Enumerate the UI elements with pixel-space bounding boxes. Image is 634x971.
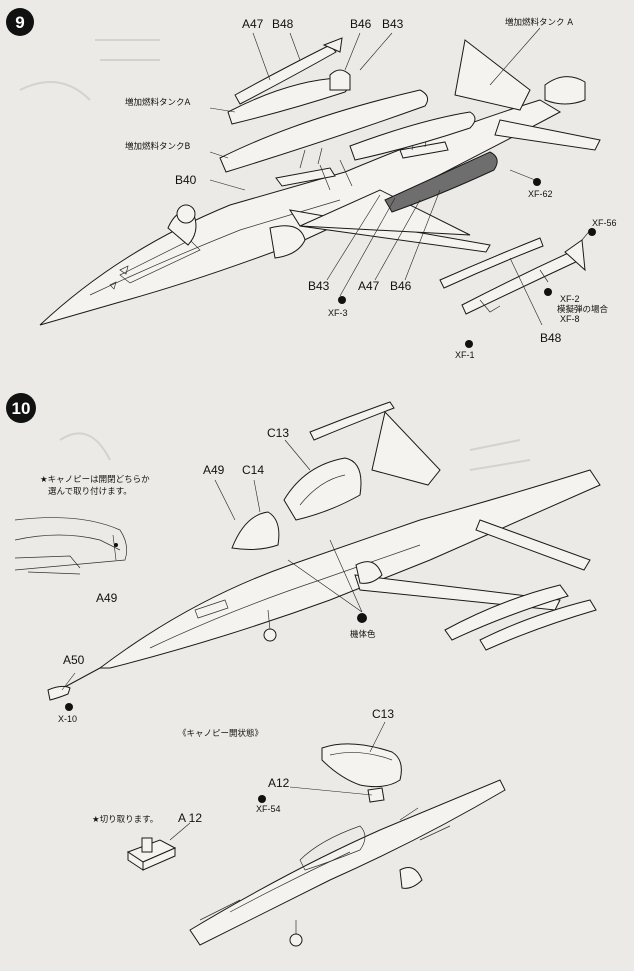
note-canopy-line1: ★キャノピーは開閉どちらか <box>40 475 150 485</box>
aircraft-10 <box>47 410 601 701</box>
step-9: 9 <box>6 8 617 360</box>
label-b43-bottom: B43 <box>308 279 330 293</box>
label-b43: B43 <box>382 17 404 31</box>
step-badge-icon: 10 <box>6 393 36 423</box>
show-through-ghost <box>19 39 531 471</box>
paint-pot-icon <box>65 613 367 803</box>
canopy-c13 <box>283 457 362 521</box>
labels-9: A47 B48 B46 B43 増加燃料タンク A 増加燃料タンクA 増加燃料タ… <box>125 17 617 360</box>
aircraft-9-fuselage <box>39 39 601 326</box>
leaders-10b <box>169 721 386 841</box>
label-x10: X-10 <box>58 714 77 724</box>
tank-a-mid <box>349 111 476 161</box>
label-b48-bottom: B48 <box>540 331 562 345</box>
label-b48: B48 <box>272 17 294 31</box>
label-xf3: XF-3 <box>328 308 348 318</box>
missile-top <box>234 44 337 105</box>
step-badge-icon: 9 <box>6 8 34 36</box>
shaded-tank <box>384 151 498 213</box>
leaders-10 <box>61 439 363 691</box>
label-b46: B46 <box>350 17 372 31</box>
canopy-c14 <box>231 511 280 550</box>
missile-rail-9 <box>439 237 586 315</box>
tank-b <box>219 89 429 173</box>
inset-a49 <box>14 517 127 575</box>
label-a47: A47 <box>242 17 264 31</box>
label-xf56: XF-56 <box>592 218 617 228</box>
open-canopy-view <box>189 743 506 947</box>
label-c13: C13 <box>267 426 289 440</box>
label-c14: C14 <box>242 463 264 477</box>
label-xf2: XF-2 <box>560 294 580 304</box>
note-canopy-line2: 選んで取り付けます。 <box>48 486 132 497</box>
label-a50: A50 <box>63 653 85 667</box>
label-a12: A12 <box>268 776 290 790</box>
pylons-9 <box>275 127 449 191</box>
label-mock-missile: 模擬弾の場合 <box>557 304 609 315</box>
step-10: 10 <box>6 393 601 947</box>
note-cut: ★切り取ります。 <box>92 815 158 825</box>
label-a12-part: A 12 <box>178 811 202 825</box>
label-b40: B40 <box>175 173 197 187</box>
label-xf1: XF-1 <box>455 350 475 360</box>
open-canopy-c13 <box>321 743 402 788</box>
label-xf54: XF-54 <box>256 804 281 814</box>
label-canopy-open: 《キャノピー開状態》 <box>178 728 263 739</box>
label-a49-inset: A49 <box>96 591 118 605</box>
part-a12 <box>126 837 177 871</box>
drop-tanks-9 <box>219 37 498 213</box>
label-a47-bottom: A47 <box>358 279 380 293</box>
label-xf62: XF-62 <box>528 189 553 199</box>
label-tank-b: 増加燃料タンクB <box>125 141 191 152</box>
label-xf8: XF-8 <box>560 314 580 324</box>
step-number: 10 <box>12 399 31 418</box>
label-c13-open: C13 <box>372 707 394 721</box>
label-a49: A49 <box>203 463 225 477</box>
label-tank-a-left: 増加燃料タンクA <box>125 97 191 108</box>
label-tank-a-right: 増加燃料タンク A <box>505 17 573 28</box>
paint-pot-icon <box>338 178 596 348</box>
labels-10: C13 A49 C14 ★キャノピーは開閉どちらか 選んで取り付けます。 A49… <box>40 426 394 825</box>
missile-10-top <box>309 401 395 441</box>
label-b46-bottom: B46 <box>390 279 412 293</box>
label-body-color: 機体色 <box>350 629 376 640</box>
step-number: 9 <box>15 13 24 32</box>
